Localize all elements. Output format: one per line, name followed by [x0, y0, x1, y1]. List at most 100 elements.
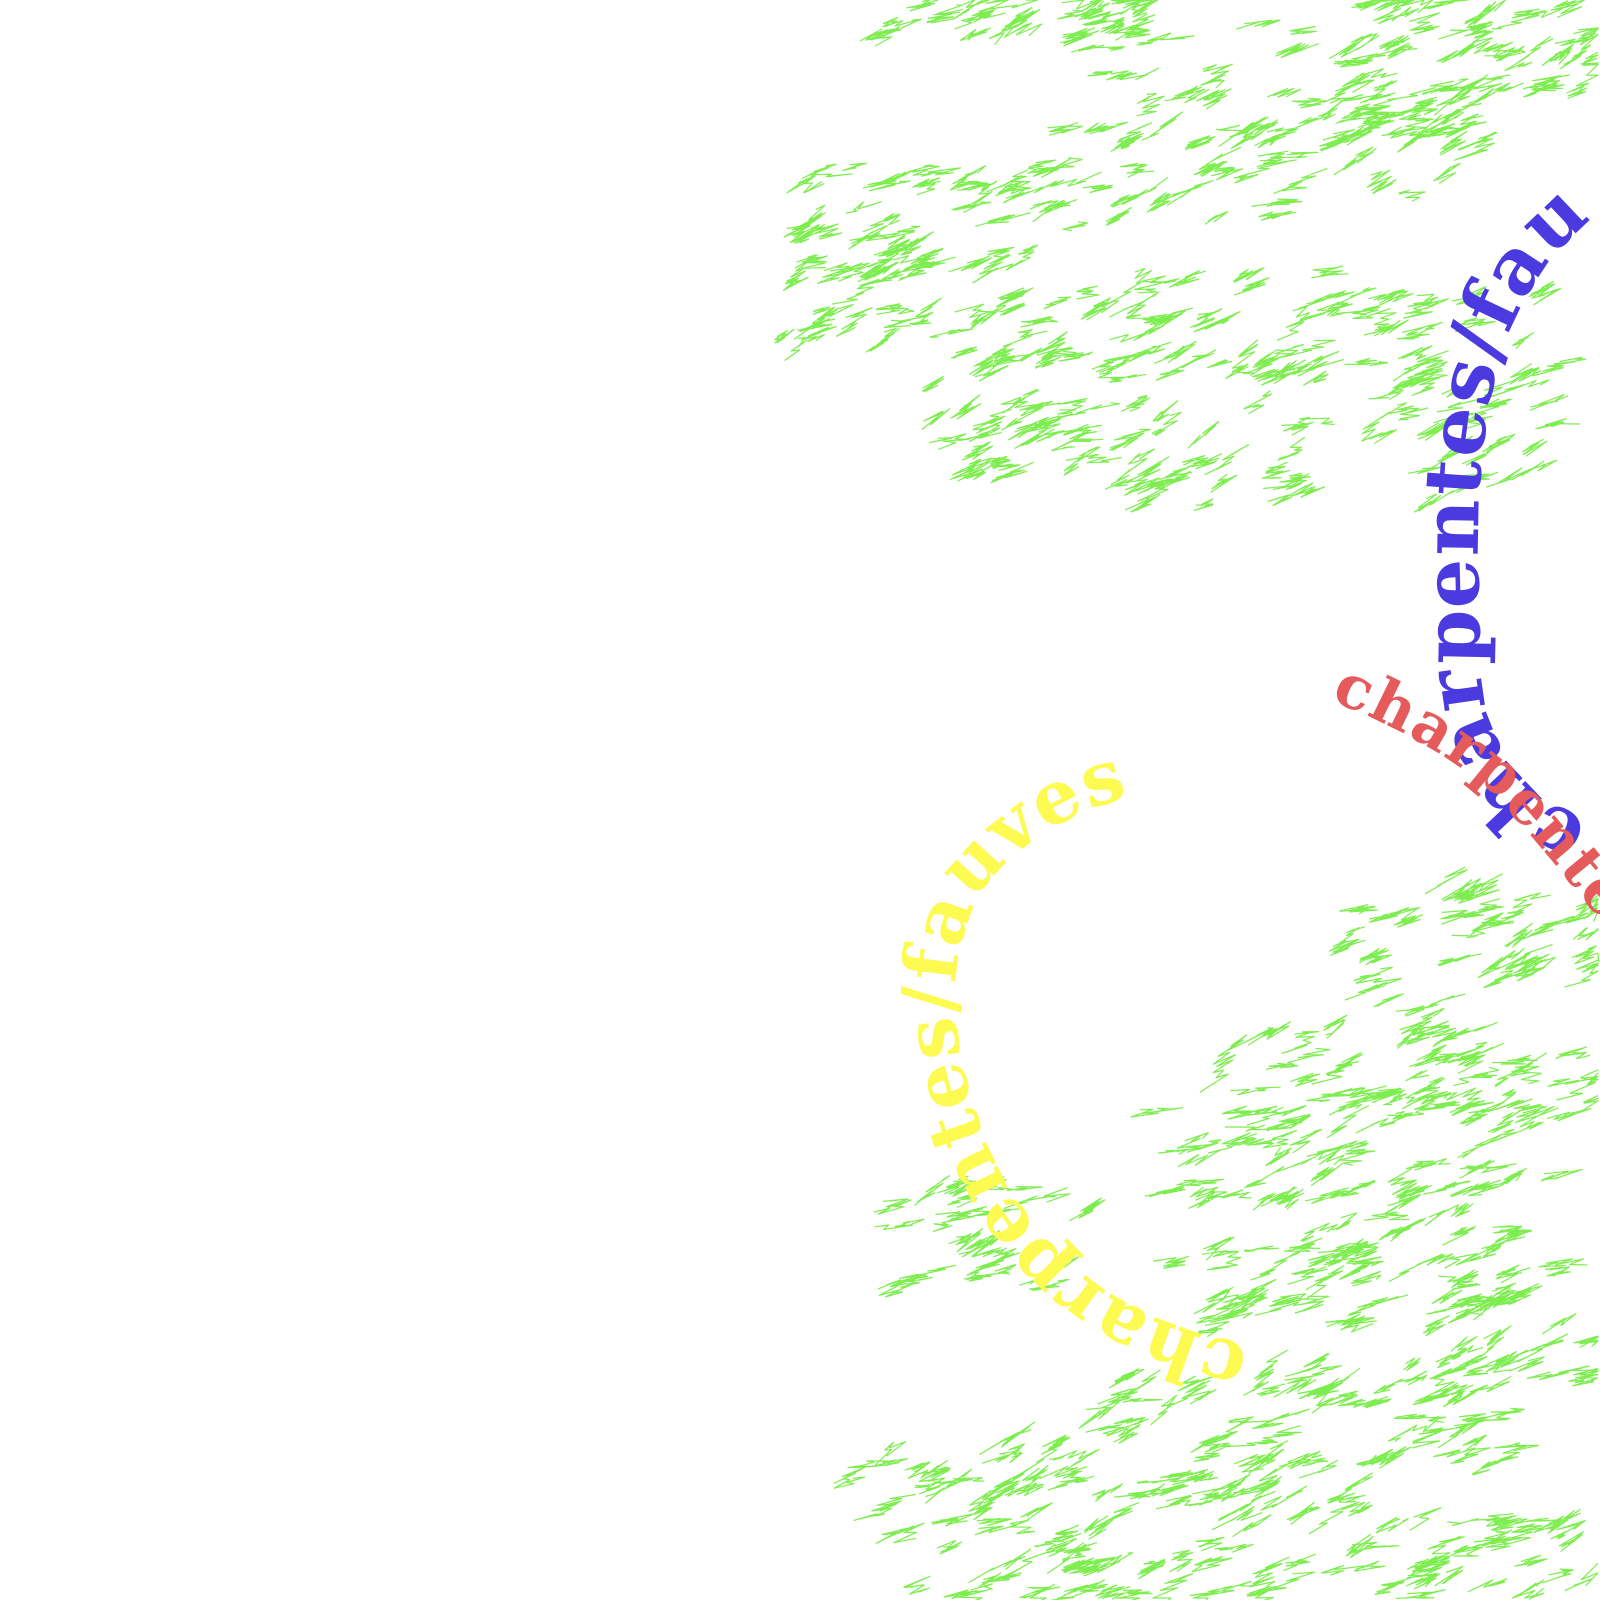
- scribble-stroke: [1412, 1427, 1458, 1449]
- scribble-stroke: [1328, 33, 1380, 60]
- scribble-stroke: [1310, 1162, 1345, 1187]
- scribble-stroke: [1120, 0, 1157, 15]
- scribble-stroke: [973, 329, 1048, 368]
- scribble-stroke: [1522, 74, 1570, 98]
- scribble-stroke: [853, 1502, 896, 1521]
- scribble-stroke: [1246, 1104, 1307, 1126]
- scribble-stroke: [1202, 1250, 1242, 1271]
- scribble-stroke: [831, 275, 898, 305]
- scribble-stroke: [1352, 308, 1397, 336]
- scribble-stroke: [1514, 1105, 1559, 1134]
- scribble-stroke: [915, 297, 942, 319]
- scribble-stroke: [866, 258, 898, 280]
- scribble-stroke: [1320, 1560, 1386, 1576]
- scribble-stroke: [1326, 1104, 1370, 1139]
- scribble-stroke: [1416, 421, 1452, 436]
- scribble-stroke: [1339, 1148, 1376, 1166]
- scribble-stroke: [1457, 131, 1497, 151]
- scribble-stroke: [963, 1271, 1011, 1282]
- scribble-stroke: [1344, 357, 1389, 367]
- scribble-stroke: [1495, 909, 1524, 925]
- scribble-stroke: [1396, 128, 1429, 153]
- scribble-stroke: [932, 1214, 975, 1233]
- scribble-stroke: [833, 1466, 866, 1489]
- scribble-stroke: [1472, 74, 1511, 93]
- scribble-stroke: [1227, 1425, 1303, 1448]
- scribble-stroke: [1281, 1186, 1305, 1210]
- scribble-stroke: [1452, 286, 1490, 305]
- scribble-stroke: [1184, 135, 1216, 151]
- scribble-stroke: [1232, 1514, 1272, 1538]
- scribble-stroke: [1252, 1191, 1299, 1211]
- scribble-stroke: [1104, 473, 1163, 490]
- scribble-stroke: [1136, 92, 1165, 117]
- scribble-stroke: [1355, 1111, 1410, 1134]
- scribble-stroke: [1491, 379, 1550, 397]
- scribble-stroke: [1512, 892, 1551, 912]
- scribble-stroke: [1457, 1354, 1488, 1371]
- scribble-stroke: [1546, 1111, 1580, 1122]
- scribble-stroke: [1221, 1105, 1255, 1120]
- scribble-stroke: [874, 1441, 907, 1466]
- scribble-stroke: [1432, 1021, 1498, 1048]
- scribble-stroke: [882, 16, 922, 30]
- scribble-stroke: [816, 267, 850, 284]
- scribble-stroke: [1189, 1580, 1255, 1600]
- scribble-stroke: [1056, 7, 1104, 21]
- scribble-stroke: [1405, 1158, 1451, 1171]
- scribble-stroke: [1371, 1446, 1412, 1469]
- scribble-stroke: [1289, 1128, 1323, 1154]
- scribble-stroke: [1403, 300, 1435, 319]
- scribble-stroke: [1226, 1473, 1251, 1492]
- scribble-stroke: [823, 262, 870, 275]
- scribble-stroke: [1244, 1130, 1297, 1149]
- scribble-stroke: [1446, 884, 1501, 901]
- scribble-stroke: [1223, 1295, 1266, 1318]
- scribble-stroke: [1119, 162, 1155, 178]
- scribble-stroke: [1242, 119, 1279, 142]
- scribble-stroke: [1512, 332, 1535, 350]
- scribble-stroke: [904, 1461, 931, 1473]
- scribble-stroke: [1378, 1223, 1416, 1242]
- scribble-stroke: [1193, 311, 1241, 333]
- scribble-stroke: [1137, 470, 1191, 502]
- scribble-stroke: [1361, 1449, 1395, 1468]
- scribble-stroke: [1158, 466, 1192, 481]
- scribble-stroke: [1036, 424, 1102, 443]
- scribble-stroke: [1395, 1589, 1446, 1600]
- scribble-stroke: [1433, 1447, 1491, 1464]
- scribble-stroke: [1122, 1397, 1163, 1403]
- scribble-stroke: [914, 1175, 951, 1207]
- scribble-stroke: [1256, 1383, 1286, 1397]
- scribble-stroke: [1442, 1225, 1476, 1246]
- scribble-stroke: [922, 376, 944, 393]
- scribble-stroke: [1141, 111, 1183, 141]
- scribble-stroke: [1287, 1266, 1328, 1285]
- scribble-stroke: [1203, 1236, 1235, 1261]
- scribble-stroke: [1516, 952, 1556, 978]
- scribble-stroke: [1036, 1434, 1071, 1464]
- scribble-stroke: [1017, 331, 1068, 362]
- scribble-stroke: [1424, 866, 1468, 895]
- scribble-stroke: [1450, 1336, 1478, 1358]
- scribble-stroke: [1322, 133, 1353, 147]
- scribble-stroke: [1069, 438, 1104, 443]
- scribble-stroke: [1457, 1128, 1518, 1159]
- scribble-stroke: [1130, 1107, 1184, 1118]
- scribble-stroke: [1441, 379, 1481, 398]
- scribble-stroke: [874, 1218, 925, 1230]
- scribble-stroke: [1152, 1573, 1194, 1600]
- scribble-stroke: [1409, 1041, 1488, 1068]
- scribble-stroke: [1097, 372, 1147, 383]
- scribble-stroke: [1176, 1178, 1225, 1187]
- scribble-stroke: [1012, 1483, 1045, 1496]
- scribble-stroke: [1524, 0, 1585, 19]
- scribble-stroke: [1289, 1072, 1321, 1087]
- scribble-stroke: [1062, 221, 1088, 232]
- scribble-stroke: [992, 244, 1038, 272]
- scribble-stroke: [1503, 1523, 1560, 1546]
- scribble-stroke: [1124, 478, 1169, 500]
- scribble-stroke: [847, 1458, 909, 1469]
- scribble-stroke: [918, 1470, 940, 1483]
- scribble-stroke: [1196, 308, 1223, 321]
